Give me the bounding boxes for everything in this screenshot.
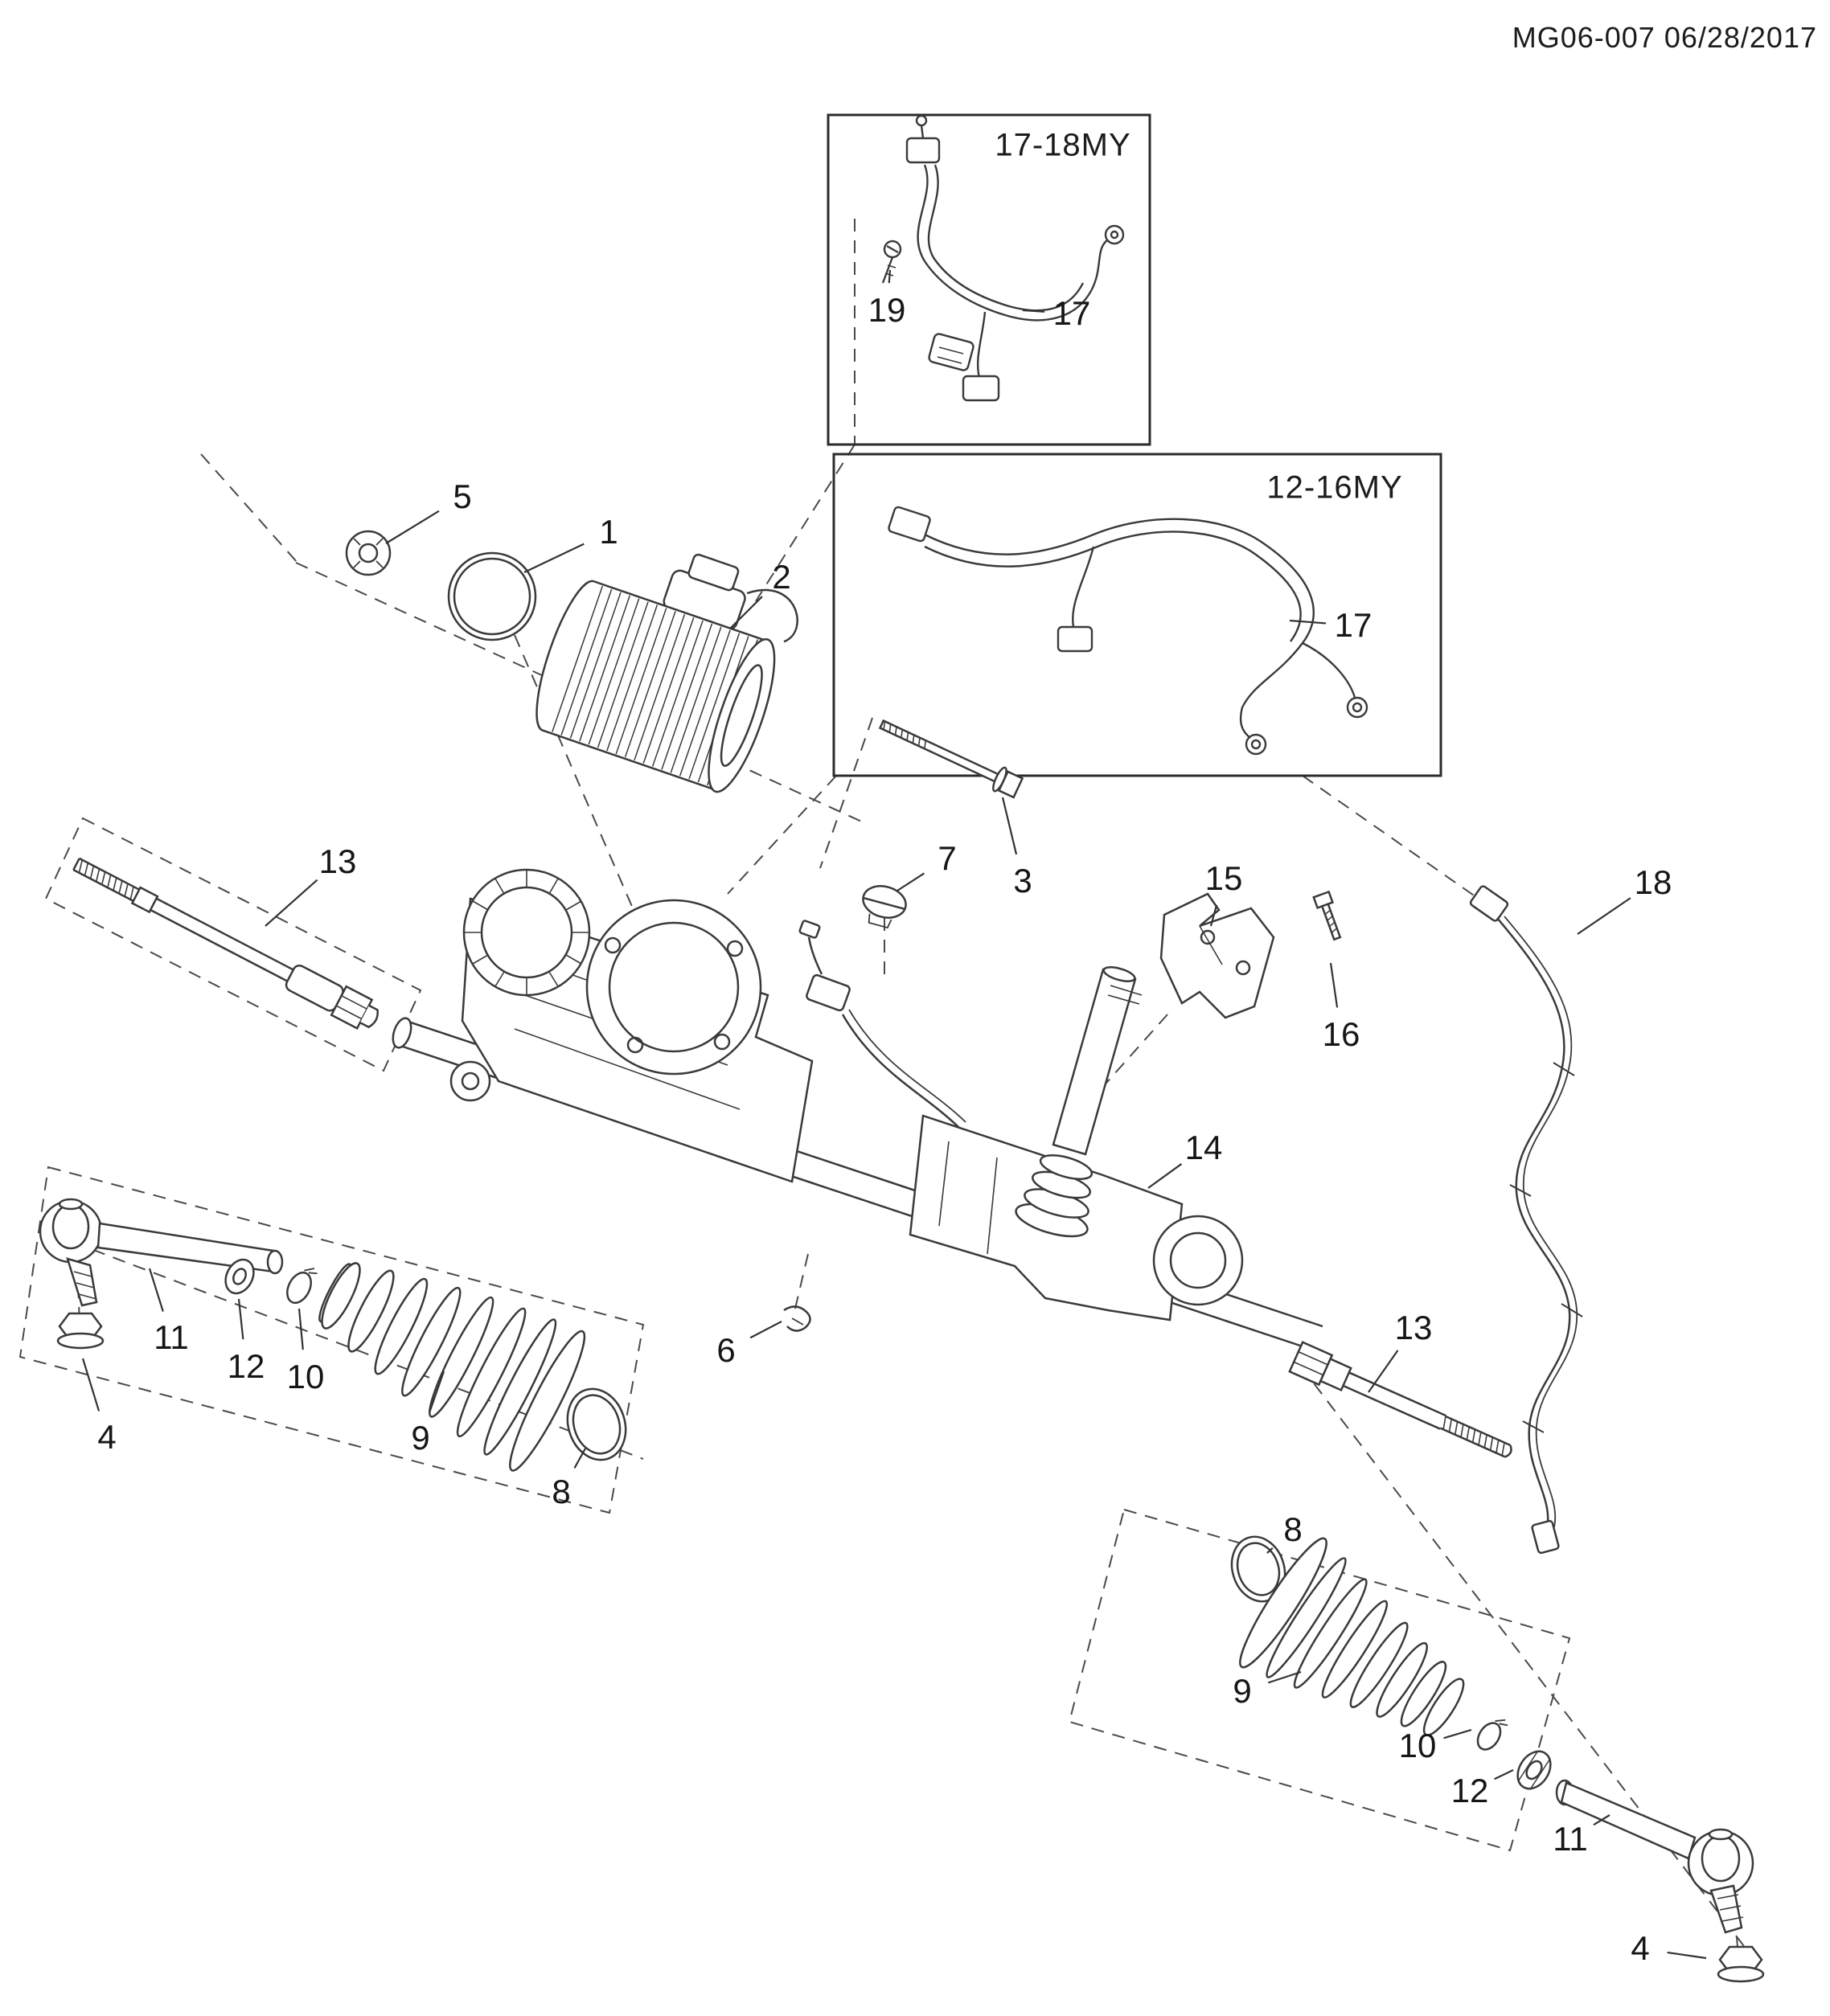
- leader-line-8-left: [573, 1448, 586, 1469]
- harness-17-18my: [881, 114, 1125, 402]
- inner-tie-rod-upper-left: [72, 857, 379, 1030]
- clip-part6: [783, 1305, 811, 1332]
- cap-part7: [862, 885, 907, 929]
- leader-line-3: [1001, 797, 1018, 855]
- callout-8-left: 8: [552, 1473, 571, 1510]
- construction-lines: [18, 219, 1747, 1959]
- leader-line-7: [897, 872, 925, 891]
- inset-label-17-18my: 17-18MY: [995, 127, 1131, 163]
- callout-8-right: 8: [1283, 1510, 1303, 1548]
- bolt-part16: [1312, 890, 1342, 941]
- leader-line-10-left: [297, 1308, 304, 1350]
- outer-tie-rod-left: [39, 1198, 284, 1307]
- o-ring-part1: [447, 551, 537, 641]
- nut-right-part12: [1516, 1750, 1552, 1790]
- callout-7: 7: [938, 839, 957, 877]
- callout-13-right: 13: [1394, 1309, 1433, 1346]
- leader-line-18: [1577, 897, 1631, 935]
- leader-line-9-right: [1267, 1670, 1302, 1684]
- leader-line-11-left: [148, 1268, 164, 1312]
- leader-line-6: [749, 1321, 782, 1339]
- nut-left-part4: [56, 1312, 105, 1350]
- callout-2: 2: [772, 558, 791, 596]
- leader-line-8-right: [1266, 1547, 1274, 1554]
- leader-line-17-lower: [1289, 619, 1327, 625]
- callout-10-right: 10: [1398, 1727, 1437, 1764]
- callout-4-left: 4: [97, 1418, 117, 1456]
- callout-9-right: 9: [1233, 1672, 1252, 1710]
- doc-code: MG06-007 06/28/2017: [1512, 21, 1817, 54]
- leader-line-2: [729, 596, 763, 629]
- leader-line-11-right: [1593, 1814, 1610, 1826]
- callout-14: 14: [1184, 1129, 1223, 1166]
- callout-12-right: 12: [1450, 1772, 1489, 1809]
- callout-5: 5: [453, 477, 472, 515]
- callout-15: 15: [1204, 859, 1243, 897]
- callout-10-left: 10: [286, 1358, 325, 1395]
- bracket-part15: [1159, 892, 1275, 1019]
- washer-left-part12: [224, 1258, 255, 1295]
- callout-17-upper: 17: [1052, 294, 1091, 332]
- gear-housing-center: [449, 868, 814, 1183]
- leader-line-4-right: [1667, 1951, 1707, 1960]
- clamp-left-part10: [286, 1268, 318, 1305]
- boot-ring-left-part8: [566, 1387, 627, 1461]
- steering-gear-assembly: [39, 530, 1765, 1983]
- callout-12-left: 12: [227, 1347, 265, 1385]
- harness-part18: [1469, 885, 1583, 1555]
- leader-line-5: [385, 510, 440, 544]
- callout-1: 1: [599, 513, 618, 551]
- boot-left-part9: [318, 1262, 586, 1472]
- inset-label-12-16my: 12-16MY: [1266, 469, 1403, 506]
- leader-line-10-right: [1443, 1728, 1472, 1739]
- leader-line-12-left: [237, 1298, 244, 1340]
- motor-part2: [535, 553, 799, 793]
- harness-12-16my: [888, 506, 1368, 756]
- leader-line-19: [888, 269, 892, 284]
- leader-line-14: [1147, 1163, 1183, 1189]
- boot-right-part9: [1239, 1537, 1465, 1736]
- callout-19: 19: [868, 291, 906, 329]
- callout-6: 6: [716, 1331, 736, 1369]
- callout-11-left: 11: [154, 1318, 189, 1356]
- callout-4-right: 4: [1631, 1929, 1650, 1967]
- nut-right-part4: [1717, 1945, 1765, 1983]
- pinion-housing: [909, 966, 1244, 1321]
- leader-line-17-upper: [1022, 309, 1045, 313]
- bolt-part3: [878, 719, 1024, 799]
- leader-line-12-right: [1494, 1769, 1514, 1780]
- callout-16: 16: [1322, 1015, 1360, 1053]
- leader-line-13-upper-left: [265, 879, 318, 927]
- inner-tie-rod-right: [1288, 1341, 1512, 1458]
- inset-box-12-16my: [832, 453, 1442, 777]
- callout-9-left: 9: [411, 1419, 430, 1457]
- inset-box-17-18my: [827, 113, 1151, 446]
- leader-line-1: [523, 543, 585, 573]
- clamp-right-part10: [1476, 1719, 1508, 1751]
- callout-18: 18: [1634, 863, 1672, 901]
- grommet-part5: [345, 530, 392, 576]
- leader-line-13-right: [1368, 1350, 1399, 1393]
- leader-line-16: [1329, 962, 1339, 1008]
- leader-line-4-left: [81, 1358, 101, 1412]
- outer-tie-rod-right: [1555, 1779, 1754, 1934]
- callout-13-upper-left: 13: [318, 842, 357, 880]
- leader-line-15: [1209, 904, 1218, 927]
- callout-17-lower: 17: [1334, 606, 1372, 644]
- leader-lines: [81, 269, 1707, 1960]
- leader-line-9-left: [429, 1371, 445, 1413]
- callout-3: 3: [1013, 862, 1032, 899]
- callout-11-right: 11: [1553, 1820, 1588, 1858]
- sensor-pigtail: [798, 920, 1020, 1169]
